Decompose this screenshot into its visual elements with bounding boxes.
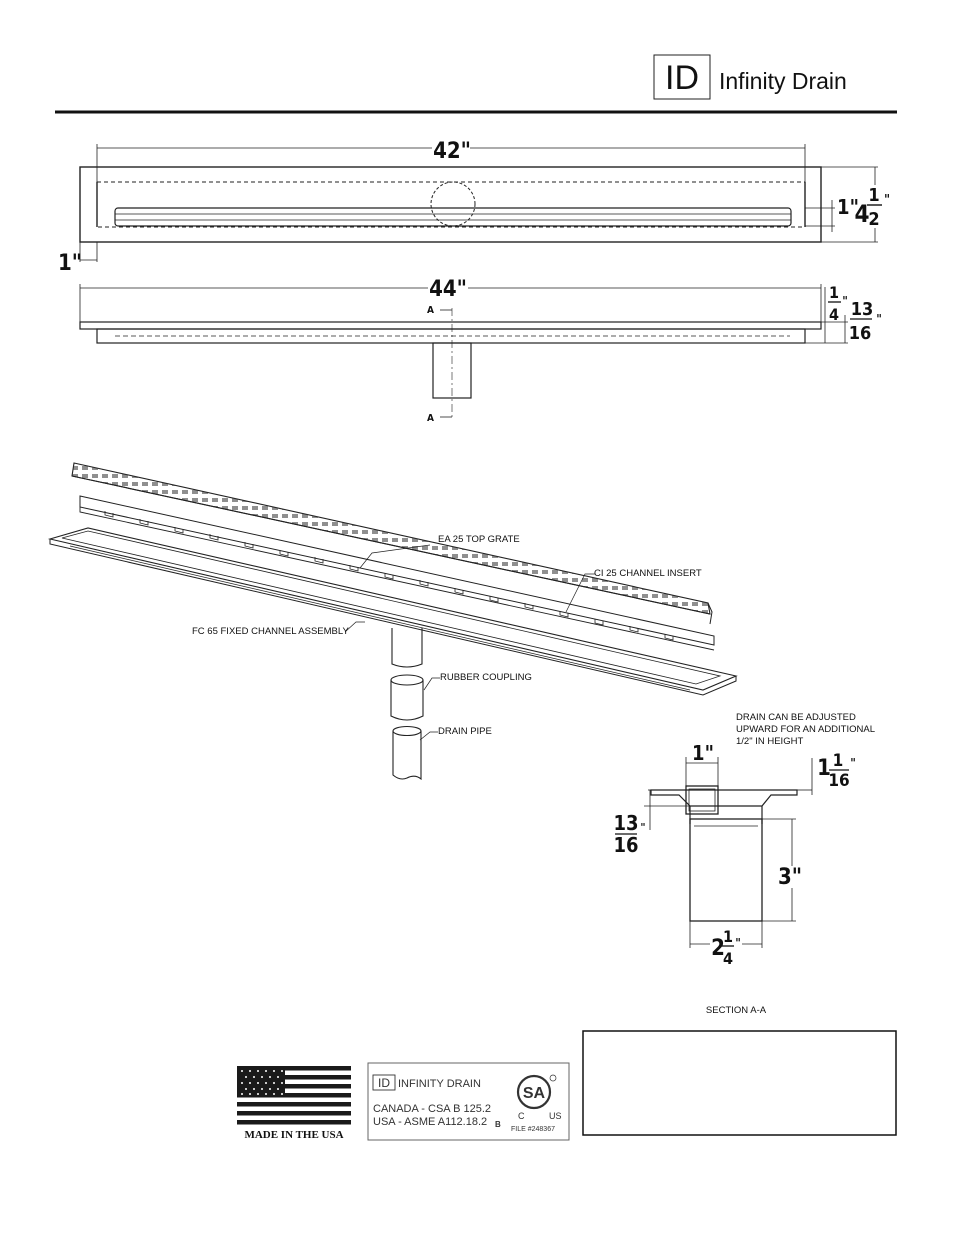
fixed-channel-part — [47, 527, 738, 696]
section-dimensions: 1" 1 1 16 " 13 16 " 3" 2 1 4 " SECTION A… — [613, 741, 855, 1016]
section-marker-top: A — [427, 305, 434, 316]
channel-outlet — [391, 628, 423, 668]
top-view-outline — [79, 166, 822, 243]
overall-width-num: 1 — [868, 185, 879, 206]
channel-insert-part — [79, 495, 715, 651]
top-view — [79, 144, 878, 262]
logo-box — [653, 54, 711, 100]
section-note-line-1: DRAIN CAN BE ADJUSTED — [736, 712, 856, 723]
flange-den: 4 — [829, 305, 839, 324]
adjust-den: 16 — [828, 771, 849, 791]
exploded-labels: EA 25 TOP GRATE CI 25 CHANNEL INSERT FC … — [192, 534, 702, 737]
section-note-line-2: UPWARD FOR AN ADDITIONAL — [736, 724, 875, 735]
cert-canada: CANADA - CSA B 125.2 — [373, 1103, 491, 1115]
outlet-unit: " — [735, 936, 741, 950]
drain-pipe-part — [392, 725, 422, 781]
section-note-line-3: 1/2" IN HEIGHT — [736, 736, 803, 747]
certification-badge: ID INFINITY DRAIN CANADA - CSA B 125.2 U… — [367, 1062, 570, 1141]
section-title: SECTION A-A — [706, 1005, 767, 1016]
top-grate-part — [71, 462, 713, 625]
cert-letter: B — [495, 1120, 501, 1129]
overall-width-unit: " — [884, 193, 890, 208]
adjust-unit: " — [850, 756, 856, 770]
flag-caption: MADE IN THE USA — [244, 1129, 343, 1141]
side-depth-unit: " — [876, 312, 882, 326]
outlet-num: 1 — [723, 927, 733, 946]
overall-width-den: 2 — [868, 209, 879, 230]
rubber-coupling-part — [390, 674, 424, 721]
outlet-hidden-circle — [430, 181, 476, 227]
section-view — [644, 757, 813, 948]
side-view-dimensions: 44" A A 1 4 " 13 16 " — [427, 277, 882, 424]
cert-usa: USA - ASME A112.18.2 — [373, 1116, 487, 1128]
csa-file: FILE #248367 — [511, 1126, 555, 1133]
csa-seal-icon — [516, 1074, 552, 1110]
brand-name: Infinity Drain — [719, 68, 847, 94]
adjust-whole: 1 — [817, 756, 831, 781]
logo-mark: ID — [665, 59, 699, 97]
header: ID Infinity Drain — [55, 54, 897, 114]
cert-brand: INFINITY DRAIN — [398, 1078, 481, 1090]
side-offset-dim: 1" — [58, 251, 82, 276]
section-top-width-dim: 1" — [692, 741, 714, 765]
flange-unit: " — [842, 294, 848, 308]
section-marker-bottom: A — [427, 413, 434, 424]
csa-c: C — [518, 1111, 525, 1121]
notes-box — [582, 1030, 897, 1136]
side-depth-num: 13 — [851, 299, 874, 320]
side-length-dim: 44" — [429, 277, 467, 302]
section-depth-unit: " — [640, 821, 645, 834]
label-drain-pipe: DRAIN PIPE — [438, 726, 492, 737]
csa-us: US — [549, 1111, 562, 1121]
outlet-whole: 2 — [711, 936, 725, 961]
flange-num: 1 — [829, 283, 839, 302]
section-depth-num: 13 — [613, 811, 638, 835]
outlet-height-dim: 3" — [778, 865, 802, 890]
label-channel-insert: CI 25 CHANNEL INSERT — [594, 568, 702, 579]
label-rubber-coupling: RUBBER COUPLING — [440, 672, 532, 683]
side-flange — [79, 321, 822, 330]
overall-width-whole: 4 — [854, 200, 869, 228]
grate-slot — [114, 207, 792, 227]
section-note: DRAIN CAN BE ADJUSTED UPWARD FOR AN ADDI… — [736, 712, 875, 747]
top-length-dim: 42" — [433, 139, 471, 164]
section-depth-den: 16 — [613, 833, 638, 857]
label-fixed-channel: FC 65 FIXED CHANNEL ASSEMBLY — [192, 626, 349, 637]
csa-mark: SA — [523, 1085, 546, 1102]
adjust-num: 1 — [833, 751, 844, 771]
usa-flag: MADE IN THE USA — [237, 1066, 351, 1141]
grate-width-dim: 1" — [837, 195, 859, 219]
side-view — [79, 284, 848, 420]
exploded-view — [47, 462, 738, 781]
cert-logo-mark: ID — [378, 1076, 390, 1090]
top-view-dimensions: 42" 1" 1" 4 1 2 " — [58, 139, 890, 276]
side-depth-den: 16 — [849, 323, 872, 344]
outlet-den: 4 — [723, 949, 733, 968]
label-top-grate: EA 25 TOP GRATE — [438, 534, 520, 545]
section-outlet — [689, 818, 763, 922]
